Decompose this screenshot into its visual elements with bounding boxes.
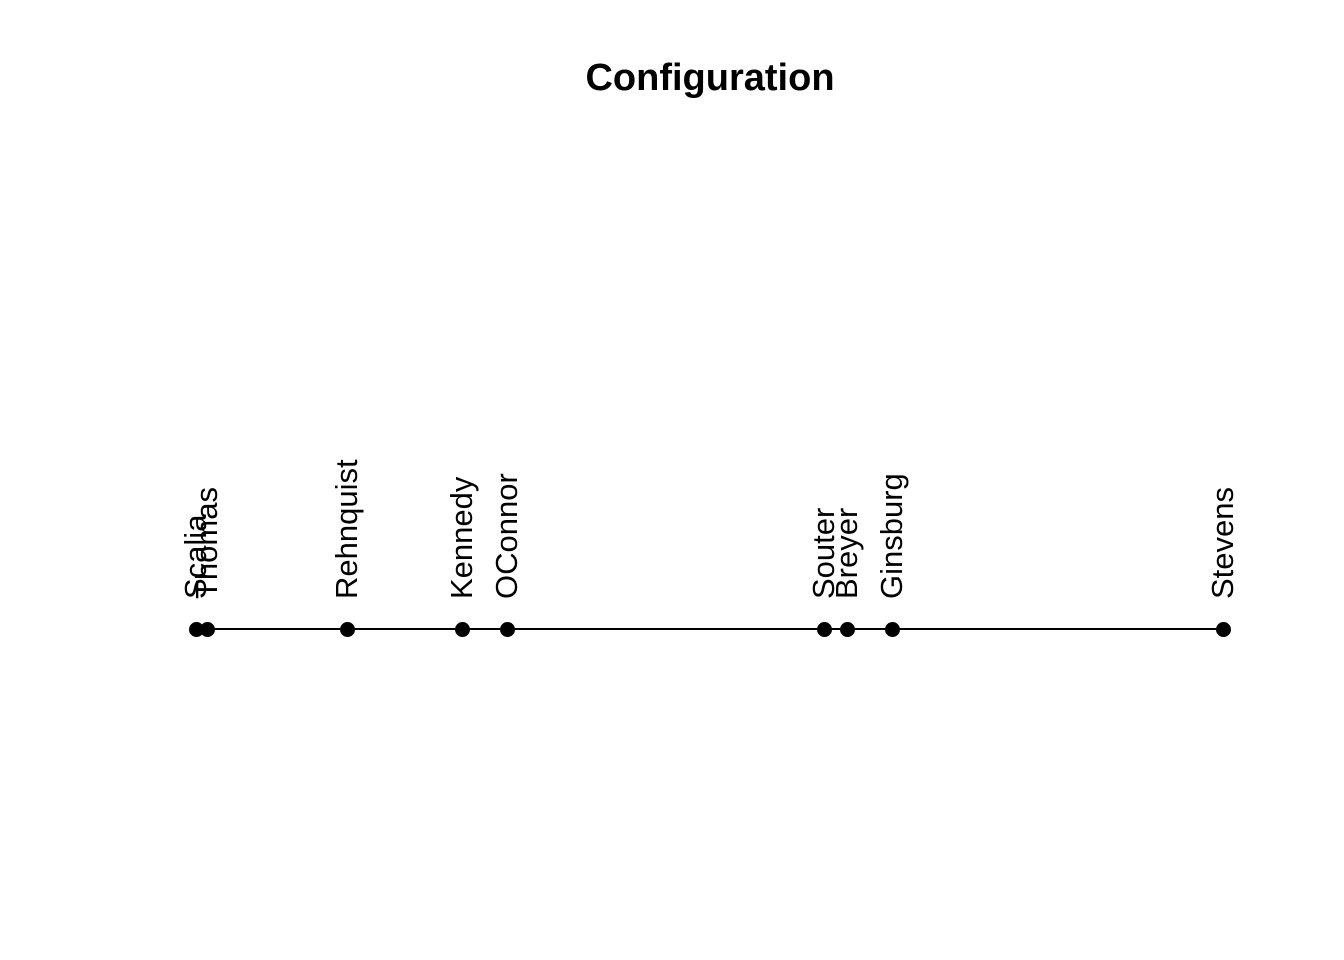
data-point bbox=[454, 621, 470, 637]
data-point bbox=[884, 621, 900, 637]
point-label: Breyer bbox=[829, 507, 864, 599]
point-label: Kennedy bbox=[444, 476, 479, 599]
chart-title: Configuration bbox=[585, 57, 835, 99]
data-point bbox=[199, 621, 215, 637]
configuration-axis-line bbox=[196, 628, 1223, 630]
point-label: Rehnquist bbox=[329, 459, 364, 599]
point-label: Thomas bbox=[189, 487, 224, 599]
point-label: OConnor bbox=[489, 473, 524, 599]
data-point bbox=[839, 621, 855, 637]
point-label: Ginsburg bbox=[874, 473, 909, 599]
point-label: Stevens bbox=[1205, 486, 1240, 599]
data-point bbox=[339, 621, 355, 637]
data-point bbox=[1215, 621, 1231, 637]
data-point bbox=[499, 621, 515, 637]
data-point bbox=[816, 621, 832, 637]
